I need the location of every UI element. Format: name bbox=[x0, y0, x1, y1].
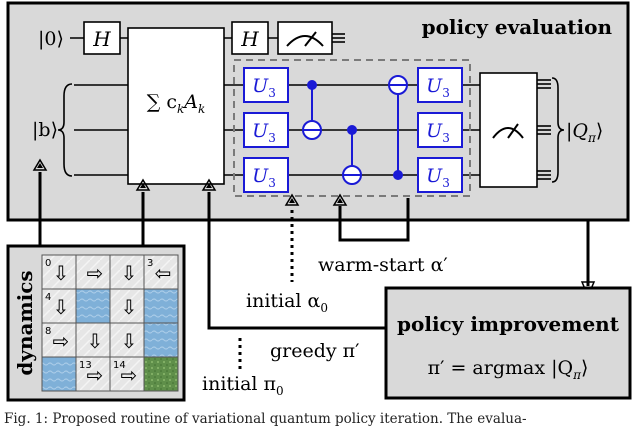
port-markers bbox=[32, 158, 348, 206]
figure-caption: Fig. 1: Proposed routine of variational … bbox=[4, 411, 527, 427]
grid-cell-water bbox=[143, 322, 179, 358]
control-dot-1 bbox=[307, 80, 317, 90]
grid-cell-number: 14 bbox=[113, 360, 126, 371]
u3-gate-label: U3 bbox=[252, 165, 276, 190]
grid-cell-grey bbox=[41, 288, 77, 324]
policy-arrow-icon: ⇩ bbox=[87, 329, 104, 353]
u3-gate-label: U3 bbox=[252, 75, 276, 100]
u3-gate bbox=[417, 67, 463, 103]
warm-start-label: warm-start α′ bbox=[318, 254, 448, 276]
greedy-label: greedy π′ bbox=[270, 340, 359, 362]
measurement-gate-main bbox=[479, 72, 538, 188]
u3-gate-label: U3 bbox=[426, 120, 450, 145]
u3-gate bbox=[243, 67, 289, 103]
u3-gate-label: U3 bbox=[426, 75, 450, 100]
input-brace bbox=[57, 83, 73, 177]
u3-gate-label: U3 bbox=[252, 120, 276, 145]
grid-cell-number: 8 bbox=[45, 326, 51, 337]
policy-arrow-icon: ⇩ bbox=[121, 261, 138, 285]
grid-cell-grey bbox=[143, 254, 179, 290]
grid-cell-grey bbox=[109, 356, 145, 392]
hadamard-gate-1-label: H bbox=[92, 27, 111, 51]
policy-arrow-icon: ⇨ bbox=[121, 363, 138, 387]
policy-arrow-icon: ⇨ bbox=[87, 363, 104, 387]
grid-cell-grey bbox=[109, 322, 145, 358]
policy-arrow-icon: ⇩ bbox=[53, 295, 70, 319]
policy-arrow-icon: ⇩ bbox=[53, 261, 70, 285]
policy-improvement-title: policy improvement bbox=[397, 312, 620, 336]
hadamard-gate-2 bbox=[231, 21, 269, 55]
ket-b-label: |b⟩ bbox=[32, 119, 58, 141]
u3-gate bbox=[417, 157, 463, 193]
grid-cell-grey bbox=[109, 288, 145, 324]
initial-pi-label: initial π0 bbox=[202, 373, 284, 398]
ket-q-pi-label: |Qπ⟩ bbox=[566, 120, 603, 145]
measurement-gate-top bbox=[277, 21, 333, 55]
grid-cell-number: 0 bbox=[45, 258, 51, 269]
policy-improvement-formula: π′ = argmax |Qπ⟩ bbox=[428, 357, 589, 382]
ansatz-region bbox=[233, 59, 471, 197]
u3-gate bbox=[243, 157, 289, 193]
lcu-block bbox=[127, 27, 225, 185]
grid-cell-number: 3 bbox=[147, 258, 153, 269]
policy-arrow-icon: ⇨ bbox=[53, 329, 70, 353]
hadamard-gate-2-label: H bbox=[240, 27, 259, 51]
u3-gate bbox=[243, 112, 289, 148]
policy-arrow-icon: ⇨ bbox=[87, 261, 104, 285]
output-brace bbox=[551, 77, 565, 183]
initial-alpha-label: initial α0 bbox=[246, 290, 328, 315]
grid-cell-grey bbox=[75, 356, 111, 392]
connector-lines bbox=[38, 172, 590, 330]
grid-cell-goal bbox=[143, 356, 179, 392]
ket-zero-label: |0⟩ bbox=[38, 28, 64, 50]
grid-cell-number: 13 bbox=[79, 360, 92, 371]
policy-evaluation-title: policy evaluation bbox=[422, 15, 613, 39]
control-dot-2 bbox=[347, 125, 357, 135]
dynamics-label: dynamics bbox=[13, 270, 37, 375]
cnot-ladder bbox=[302, 75, 408, 185]
control-dot-3 bbox=[393, 170, 403, 180]
u3-gate-label: U3 bbox=[426, 165, 450, 190]
grid-cell-grey bbox=[41, 254, 77, 290]
grid-cell-number: 4 bbox=[45, 292, 51, 303]
policy-arrow-icon: ⇩ bbox=[121, 329, 138, 353]
meter-icon bbox=[286, 31, 324, 47]
grid-cell-grey bbox=[109, 254, 145, 290]
policy-improvement-panel bbox=[384, 286, 632, 400]
policy-arrow-icon: ⇦ bbox=[155, 261, 172, 285]
grid-cell-water bbox=[75, 288, 111, 324]
grid-cell-water bbox=[41, 356, 77, 392]
grid-cell-water bbox=[143, 288, 179, 324]
u3-gate bbox=[417, 112, 463, 148]
policy-arrow-icon: ⇩ bbox=[121, 295, 138, 319]
hadamard-gate-1 bbox=[83, 21, 121, 55]
meter-icon bbox=[492, 123, 524, 139]
lcu-label: ∑ ckAk bbox=[147, 91, 206, 116]
dotted-lines bbox=[238, 210, 294, 370]
gridworld: 0⇩⇨⇩3⇦4⇩⇩8⇨⇩⇩13⇨14⇨ bbox=[41, 254, 179, 392]
